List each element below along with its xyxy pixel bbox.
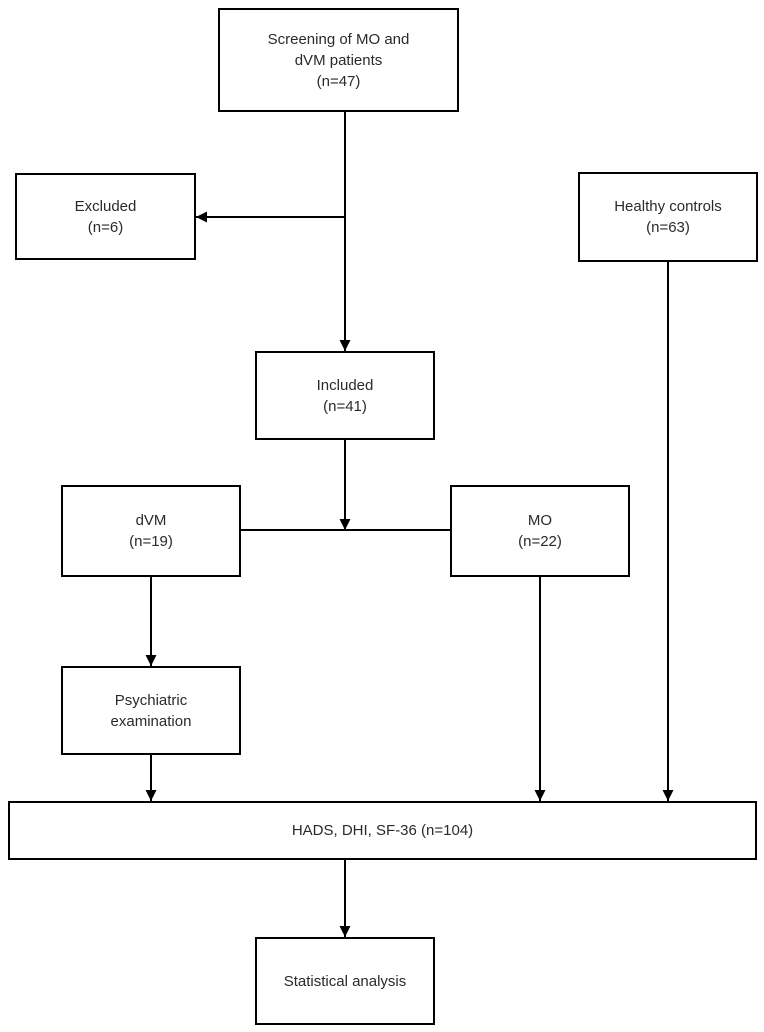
node-psychiatric-examination: Psychiatric examination [61, 666, 241, 755]
node-psychiatric-examination-label: Psychiatric examination [110, 691, 192, 730]
node-screening-label: Screening of MO and dVM patients (n=47) [267, 30, 410, 90]
node-statistical-analysis: Statistical analysis [255, 937, 435, 1025]
node-mo: MO (n=22) [450, 485, 630, 577]
node-statistical-analysis-label: Statistical analysis [283, 972, 407, 990]
node-included: Included (n=41) [255, 351, 435, 440]
node-excluded: Excluded (n=6) [15, 173, 196, 260]
node-hads-dhi-sf36-label: HADS, DHI, SF-36 (n=104) [291, 822, 474, 839]
node-healthy-controls: Healthy controls (n=63) [578, 172, 758, 262]
node-mo-label: MO (n=22) [518, 512, 562, 550]
node-healthy-controls-label: Healthy controls (n=63) [614, 198, 722, 236]
node-screening: Screening of MO and dVM patients (n=47) [218, 8, 459, 112]
node-hads-dhi-sf36: HADS, DHI, SF-36 (n=104) [8, 801, 757, 860]
node-dvm: dVM (n=19) [61, 485, 241, 577]
node-excluded-label: Excluded (n=6) [74, 197, 137, 236]
node-dvm-label: dVM (n=19) [129, 512, 173, 550]
node-included-label: Included (n=41) [316, 376, 374, 415]
